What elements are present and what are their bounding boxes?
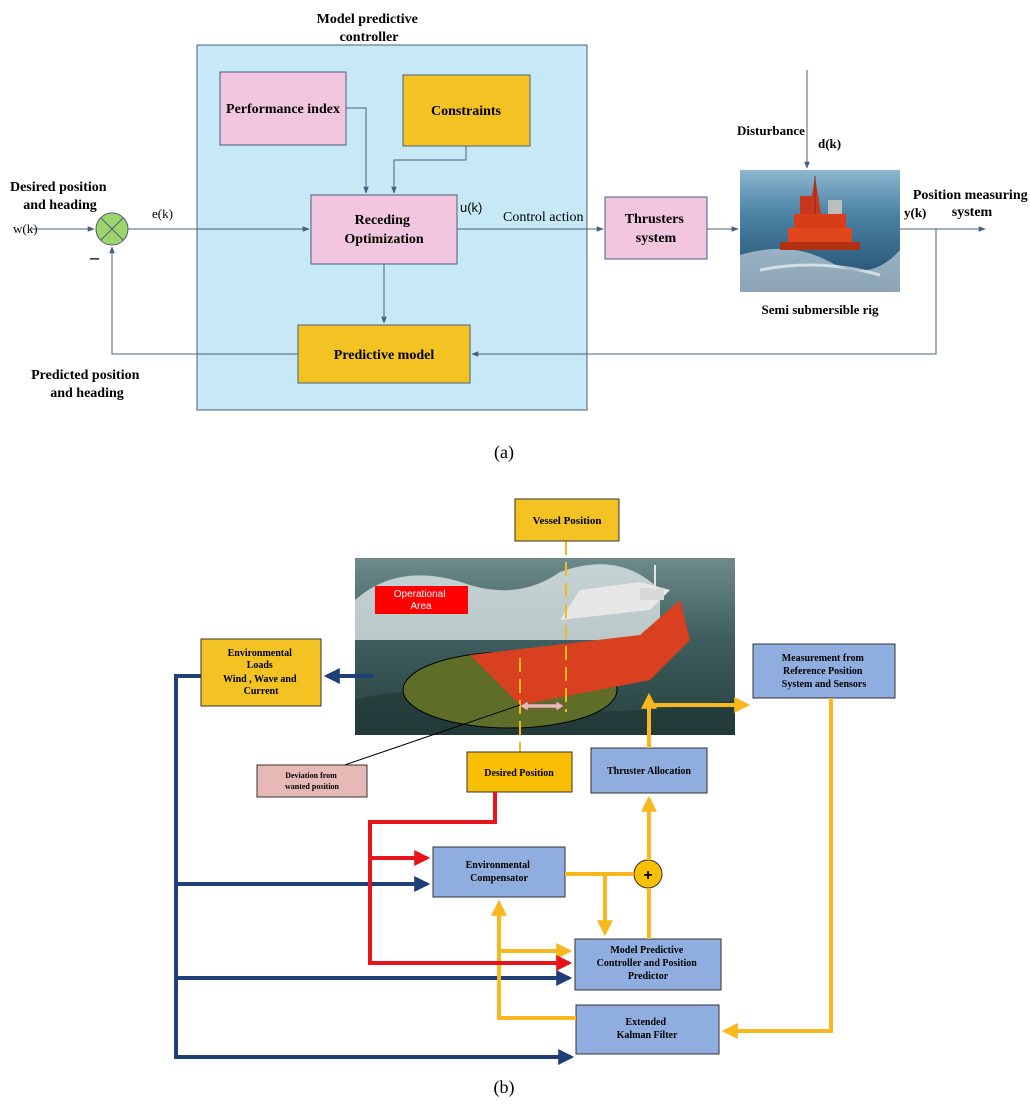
operational-area-tag bbox=[375, 586, 468, 614]
measurement-box bbox=[752, 643, 896, 699]
constraints-box bbox=[402, 74, 531, 147]
thruster-allocation-label: Thruster Allocation bbox=[607, 766, 691, 777]
rig-caption: Semi submersible rig bbox=[762, 302, 879, 317]
vessel-position-label: Vessel Position bbox=[533, 515, 602, 527]
y-k-label: y(k) bbox=[904, 205, 926, 220]
vessel-position-box bbox=[514, 498, 620, 542]
deviation-box bbox=[256, 764, 368, 798]
thrusters-system-box bbox=[604, 196, 708, 260]
disturbance-label: Disturbance bbox=[737, 123, 805, 138]
measurement-label: Measurement from Reference Position Syst… bbox=[782, 653, 867, 690]
constraints-label: Constraints bbox=[431, 104, 502, 119]
position-measuring-label: Position measuring system bbox=[913, 188, 1030, 220]
summing-junction bbox=[95, 212, 129, 246]
d-k-label: d(k) bbox=[818, 136, 841, 151]
environmental-loads-box bbox=[200, 638, 322, 707]
u-k-label: u(k) bbox=[460, 200, 482, 215]
predictive-model-label: Predictive model bbox=[334, 348, 435, 363]
ekf-box bbox=[575, 1004, 720, 1055]
ekf-label: Extended Kalman Filter bbox=[617, 1017, 678, 1041]
thruster-allocation-box bbox=[590, 747, 708, 794]
desired-position-box bbox=[466, 751, 573, 793]
environmental-compensator-label: Environmental Compensator bbox=[466, 860, 533, 884]
deviation-leader-line bbox=[329, 704, 521, 771]
thrusters-system-label: Thrusters system bbox=[625, 212, 688, 246]
predicted-position-heading-label: Predicted position and heading bbox=[31, 368, 143, 401]
deviation-double-arrow bbox=[519, 700, 565, 712]
figure-a: Model predictive controller Performance … bbox=[10, 12, 1030, 463]
minus-sign: _ bbox=[89, 241, 100, 261]
performance-index-label: Performance index bbox=[226, 102, 340, 117]
caption-a: (a) bbox=[494, 442, 514, 463]
offshore-vessel-image bbox=[355, 558, 735, 735]
desired-position-label: Desired Position bbox=[484, 768, 554, 779]
predictive-model-box bbox=[297, 324, 471, 384]
mpc-predictor-label: Model Predictive Controller and Position… bbox=[597, 945, 700, 982]
mpc-title: Model predictive controller bbox=[317, 12, 422, 45]
receding-optimization-box bbox=[310, 194, 458, 265]
operational-area-label: Operational Area bbox=[394, 589, 448, 612]
caption-b: (b) bbox=[494, 1077, 515, 1098]
receding-optimization-label: Receding Optimization bbox=[344, 213, 424, 247]
semi-submersible-rig-image bbox=[740, 170, 900, 292]
deviation-label: Deviation from wanted position bbox=[285, 771, 340, 791]
figure-b: Operational Area Vessel Position Environ… bbox=[174, 498, 896, 1098]
control-action-label: Control action bbox=[503, 210, 584, 225]
sum-symbol: + bbox=[643, 867, 652, 884]
environmental-loads-label: Environmental Loads Wind , Wave and Curr… bbox=[223, 648, 299, 697]
e-k-label: e(k) bbox=[152, 206, 173, 221]
desired-position-heading-label: Desired position and heading bbox=[10, 180, 110, 213]
performance-index-box bbox=[219, 71, 347, 146]
environmental-compensator-box bbox=[432, 846, 566, 898]
mpc-predictor-box bbox=[574, 938, 722, 991]
w-k-label: w(k) bbox=[13, 221, 38, 236]
